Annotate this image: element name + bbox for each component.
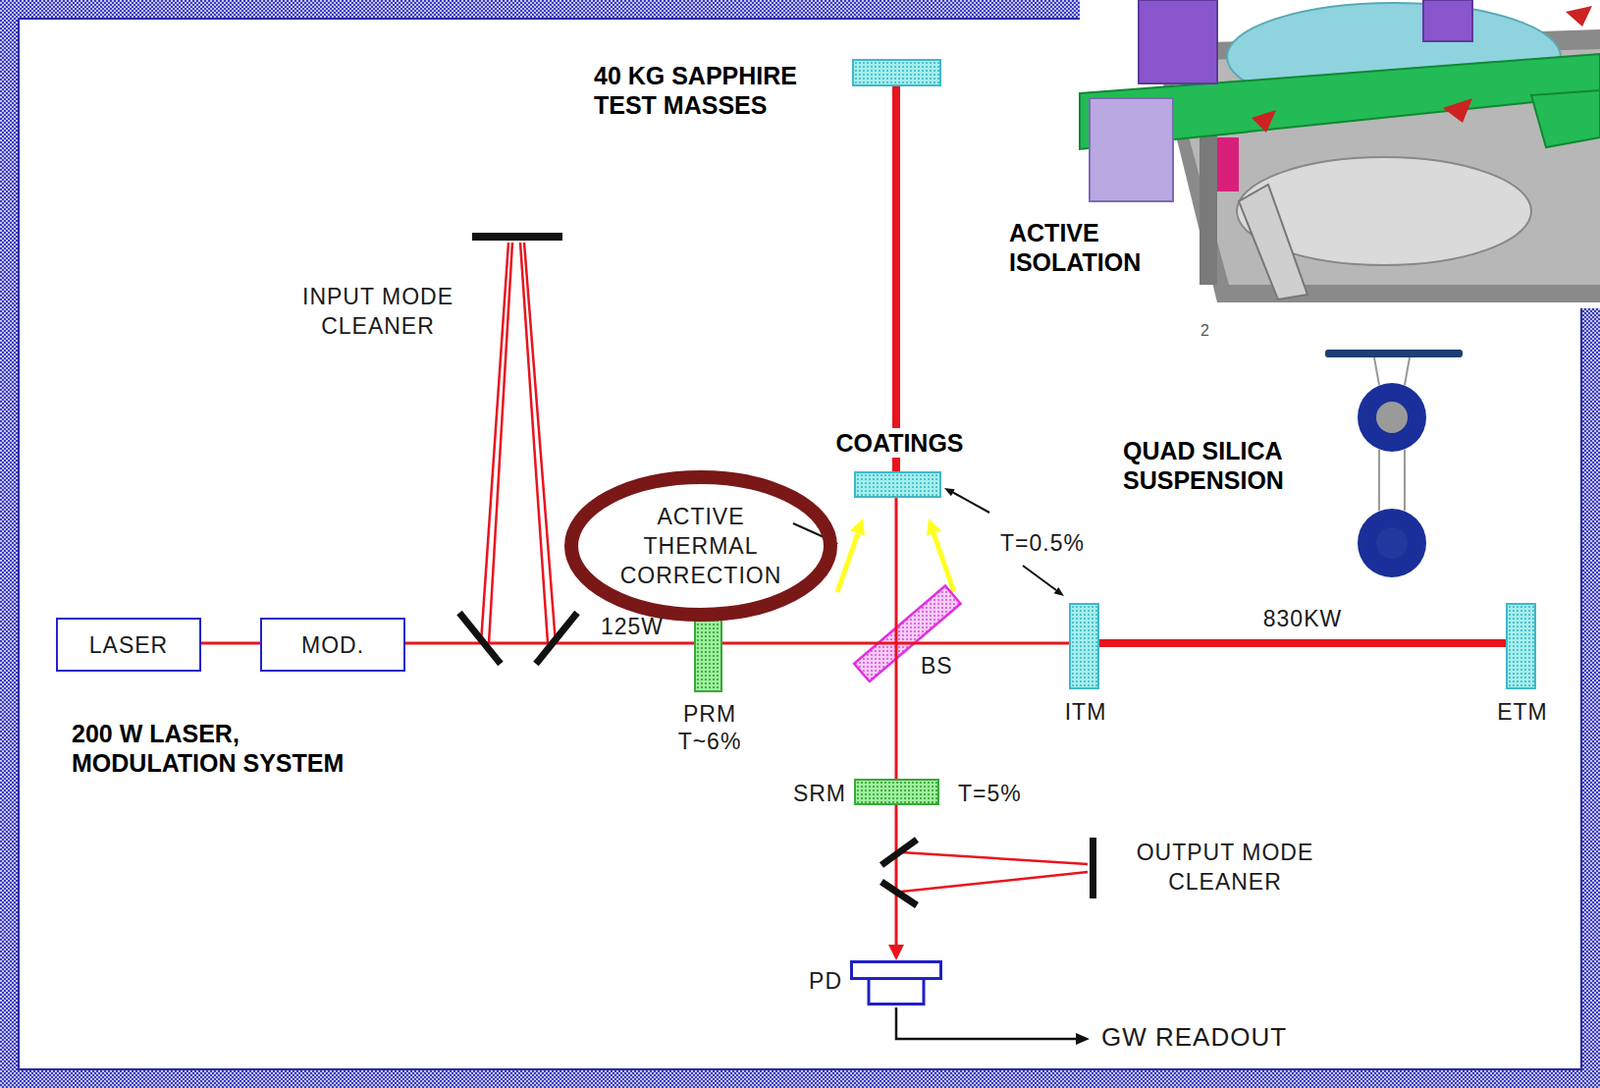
arrow-head [888, 944, 905, 960]
component-label: SRM [777, 778, 847, 808]
box-label: MOD. [301, 630, 365, 660]
laser-beam [201, 642, 261, 644]
signal-recycling-mirror: SRMT=5% [853, 778, 940, 805]
callout-number: 2 [1200, 316, 1221, 346]
transmission-label: T~6% [660, 726, 759, 756]
beam-line [201, 641, 261, 645]
box-label: LASER [89, 630, 168, 660]
beam-line [895, 804, 899, 947]
output-mode-cleaner-beams [901, 852, 1088, 892]
output-mode-cleaner-mirror: OUTPUT MODE CLEANER [1089, 837, 1097, 899]
annotation-heading: ACTIVE ISOLATION [1009, 217, 1181, 277]
laser-box: LASER [55, 617, 202, 672]
laser-beam [896, 497, 898, 594]
component-label: ITM [1036, 696, 1135, 727]
input-mode-cleaner-beams [480, 242, 556, 643]
steering-mirror [881, 881, 917, 906]
callout-ellipse [571, 477, 831, 615]
beam-splitter-plate [853, 586, 960, 682]
quad-suspension-icon [1325, 349, 1463, 578]
beam-line [895, 497, 899, 594]
pd-outline [850, 960, 943, 1006]
power-label: 830KW [1263, 603, 1342, 634]
input-test-mass: ITM [1068, 602, 1100, 690]
laser-beam [888, 804, 905, 960]
modulator-box: MOD. [260, 617, 406, 672]
transmission-label: T=5% [958, 778, 1047, 808]
component-label: OUTPUT MODE CLEANER [1107, 837, 1343, 897]
beam-segment [853, 641, 962, 645]
component-label: PRM [660, 698, 759, 729]
steering-mirror [459, 612, 501, 664]
beam-line [722, 641, 854, 645]
power-recycling-mirror: PRMT~6% [693, 612, 723, 693]
arm-cavity-beam [1099, 642, 1506, 644]
output-label: GW READOUT [1101, 1020, 1298, 1053]
laser-beam [722, 642, 854, 644]
laser-beam [961, 642, 1069, 644]
beam-line [892, 86, 901, 472]
photodiode: PD [850, 960, 943, 1006]
thermal-correction-arrows [837, 518, 955, 592]
laser-beam [896, 696, 898, 779]
beam-segment [895, 593, 899, 697]
isolation-platform-render [1079, 0, 1600, 309]
annotation-heading: COATINGS [815, 427, 984, 458]
transmission-label: T=0.5% [1000, 528, 1138, 558]
power-label: 125W [600, 613, 680, 640]
callout-text: ACTIVE THERMAL CORRECTION [609, 501, 793, 590]
component-label: BS [920, 650, 960, 681]
annotation-heading: 40 KG SAPPHIRE TEST MASSES [593, 60, 840, 120]
steering-mirror [535, 612, 578, 664]
bs-outline [853, 593, 962, 697]
photodiode-head [852, 961, 942, 979]
readout-arrow [896, 1007, 1090, 1045]
end-test-mass: ETM [1505, 602, 1537, 690]
end-test-mass: 40 KG SAPPHIRE TEST MASSES [852, 58, 942, 87]
input-test-mass: COATINGS [853, 471, 942, 498]
component-label: INPUT MODE CLEANER [279, 281, 477, 341]
frame-panel [18, 18, 1582, 1069]
arm-cavity-beam [896, 86, 898, 472]
beam-line [895, 696, 899, 779]
thermal-correction-ellipse: ACTIVE THERMAL CORRECTION [563, 469, 839, 623]
beam-splitter: BS [853, 593, 962, 697]
annotation-heading: QUAD SILICA SUSPENSION [1122, 435, 1334, 495]
input-mode-cleaner-mirror: INPUT MODE CLEANER [472, 232, 563, 241]
component-label: PD [793, 965, 843, 996]
steering-mirror [881, 839, 917, 865]
beam-line [961, 641, 1069, 645]
photodiode-body [868, 978, 924, 1005]
annotation-heading: 200 W LASER, MODULATION SYSTEM [71, 718, 367, 778]
component-label: ETM [1473, 696, 1572, 727]
beam-line [1099, 639, 1506, 647]
